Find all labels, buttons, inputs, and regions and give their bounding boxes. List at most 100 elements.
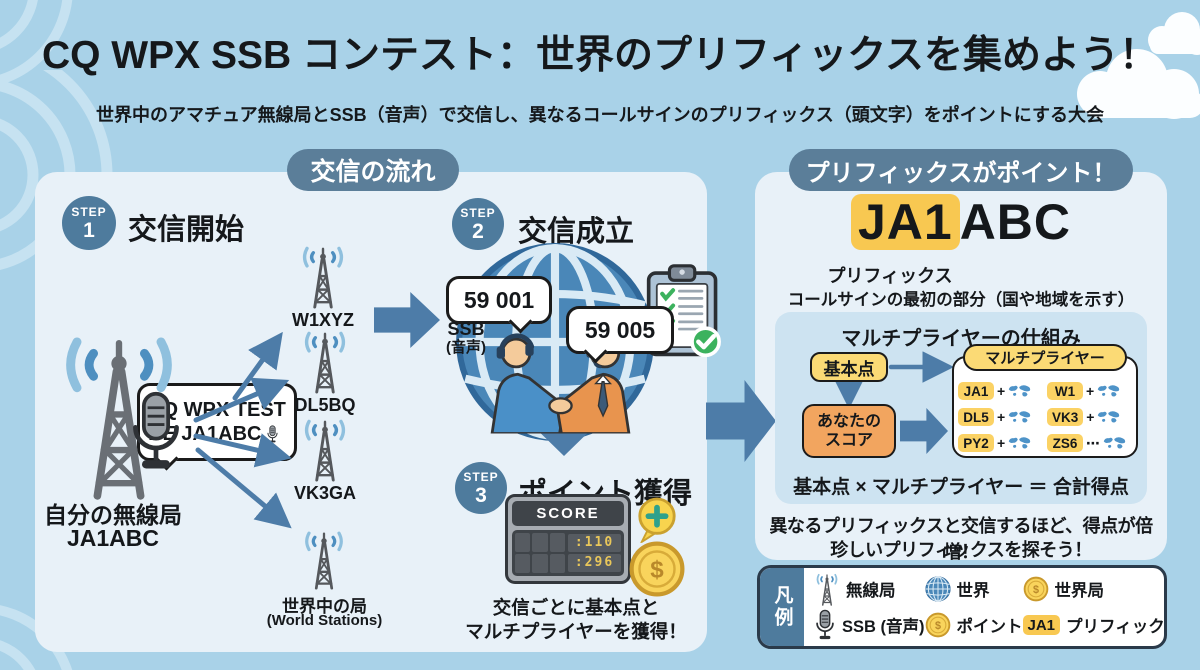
prefix-chip: W1 — [1047, 382, 1083, 400]
fanout-arrows — [193, 331, 292, 529]
step3-badge-number: 3 — [475, 483, 487, 507]
multiplier-chip-row: W1 + — [1045, 382, 1134, 400]
my-station-callsign: JA1ABC — [66, 525, 160, 551]
exchange-right-text: 59 005 — [584, 316, 656, 343]
station-antenna-icon — [304, 331, 346, 394]
prefix-chip: JA1 — [958, 382, 994, 400]
station-callsign: DL5BQ — [294, 395, 356, 415]
step3-caption-line1: 交信ごとに基本点と — [492, 597, 660, 618]
legend-item-points: ポイント — [925, 612, 1023, 638]
multiplier-chip-row: PY2 + — [956, 434, 1045, 452]
step1-badge-word: STEP — [71, 204, 107, 219]
world-map-icon — [1097, 384, 1121, 399]
multiplier-chip-row: JA1 + — [956, 382, 1045, 400]
antenna-icon — [814, 573, 840, 606]
panel-link-arrow — [706, 380, 776, 462]
scoreboard: SCORE :110 :296 — [505, 494, 631, 584]
ellipsis-operator: ⋯ — [1086, 434, 1100, 451]
coin-icon — [628, 540, 686, 598]
legend-label: 世界局 — [1054, 582, 1105, 600]
plus-operator: + — [997, 409, 1006, 425]
callsign-suffix: ABC — [959, 194, 1072, 250]
multiplier-chip-row: DL5 + — [956, 408, 1045, 426]
legend-title: 凡例 — [760, 568, 804, 646]
score-to-multiplier-arrow — [900, 408, 948, 454]
legend: 凡例 無線局 世界 世界局 SSB (音声) ポイント — [757, 565, 1167, 649]
plus-operator: + — [1086, 409, 1095, 425]
legend-item-ssb: SSB (音声) — [814, 609, 925, 642]
prefix-panel-header: プリフィックスがポイント！ — [789, 149, 1133, 191]
prefix-panel-header-label: プリフィックスがポイント！ — [805, 159, 1117, 187]
world-map-icon — [1008, 436, 1032, 451]
world-map-icon — [1097, 410, 1121, 425]
ssb-mode-label: SSB (音声) — [438, 319, 494, 356]
step3-caption-line2: マルチプライヤーを獲得！ — [465, 621, 687, 642]
station-antenna-icon — [304, 419, 346, 482]
multiplier-chips: JA1 + W1 + DL5 + VK3 + PY2 + ZS6 ⋯ — [956, 378, 1134, 456]
base-points-pill: 基本点 — [810, 352, 888, 382]
world-map-icon — [1008, 410, 1032, 425]
your-score-line2: スコア — [824, 432, 873, 449]
multiplier-chip-row: ZS6 ⋯ — [1045, 434, 1134, 452]
prefix-chip: VK3 — [1047, 408, 1084, 426]
multiplier-pill: マルチプライヤー — [963, 344, 1127, 371]
step3-badge-word: STEP — [463, 469, 499, 484]
plus-bubble-icon — [636, 497, 678, 543]
score-row-basic: :110 — [568, 534, 621, 552]
plus-operator: + — [1086, 383, 1095, 399]
ssb-mode-line1: SSB — [447, 319, 485, 339]
globe-icon — [925, 576, 951, 602]
my-station-label: 自分の無線局 — [44, 502, 182, 528]
exchange-bubble-left: 59 001 — [446, 276, 552, 324]
step2-badge-word: STEP — [460, 205, 496, 220]
prefix-chip: ZS6 — [1047, 434, 1083, 452]
multiplier-chip-row: VK3 + — [1045, 408, 1134, 426]
page-title: CQ WPX SSB コンテスト：世界のプリフィックスを集めよう！ — [41, 34, 1159, 77]
world-map-icon — [1103, 436, 1127, 451]
scoreboard-grid — [515, 533, 565, 573]
microphone-icon — [126, 390, 186, 476]
score-formula: 基本点 × マルチプライヤー ＝ 合計得点 — [793, 477, 1129, 498]
your-score-box: あなたの スコア — [802, 404, 896, 458]
prefix-chip: DL5 — [958, 408, 994, 426]
step1-title: 交信開始 — [128, 214, 245, 246]
legend-label: 世界 — [956, 582, 990, 600]
world-station-antenna-icon — [305, 531, 343, 590]
step3-badge: STEP 3 — [455, 462, 507, 514]
legend-label: SSB (音声) — [842, 618, 925, 636]
flow-panel-header-label: 交信の流れ — [310, 158, 436, 186]
prefix-description: コールサインの最初の部分（国や地域を示す） — [787, 291, 1135, 309]
legend-item-prefix: JA1 プリフィックス — [1022, 613, 1164, 637]
score-row-total: :296 — [568, 554, 621, 572]
callsign-prefix-highlight: JA1 — [850, 194, 960, 250]
cloud-icon — [1077, 49, 1200, 119]
legend-item-station: 無線局 — [814, 573, 925, 606]
station-callsign: W1XYZ — [291, 310, 354, 330]
scoreboard-title: SCORE — [512, 501, 624, 526]
flow-panel-header: 交信の流れ — [287, 149, 459, 191]
exchange-left-text: 59 001 — [463, 286, 535, 313]
prefix-chip: PY2 — [958, 434, 994, 452]
step2-badge-number: 2 — [472, 219, 484, 243]
prefix-note-line2: 珍しいプリフィックスを探そう！ — [830, 540, 1092, 560]
prefix-chip: JA1 — [1022, 615, 1061, 635]
ssb-mode-line2: (音声) — [446, 338, 486, 356]
coin-icon — [1023, 576, 1049, 602]
flow-arrow-step1-step2 — [374, 292, 440, 348]
legend-item-world: 世界 — [925, 576, 1023, 602]
coin-icon — [925, 612, 951, 638]
station-antenna-icon — [302, 246, 344, 309]
world-map-icon — [1008, 384, 1032, 399]
world-station-label: 世界中の局 — [282, 597, 367, 616]
step2-badge: STEP 2 — [452, 198, 504, 250]
multiplier-thin-arrows — [833, 351, 954, 409]
step1-badge-number: 1 — [83, 218, 95, 242]
legend-label: 無線局 — [846, 582, 896, 600]
exchange-bubble-right: 59 005 — [566, 306, 674, 354]
your-score-line1: あなたの — [816, 412, 881, 430]
mic-icon — [814, 609, 836, 642]
page-subtitle: 世界中のアマチュア無線局とSSB（音声）で交信し、異なるコールサインのプリフィッ… — [96, 105, 1104, 125]
legend-item-world-station: 世界局 — [1023, 576, 1165, 602]
